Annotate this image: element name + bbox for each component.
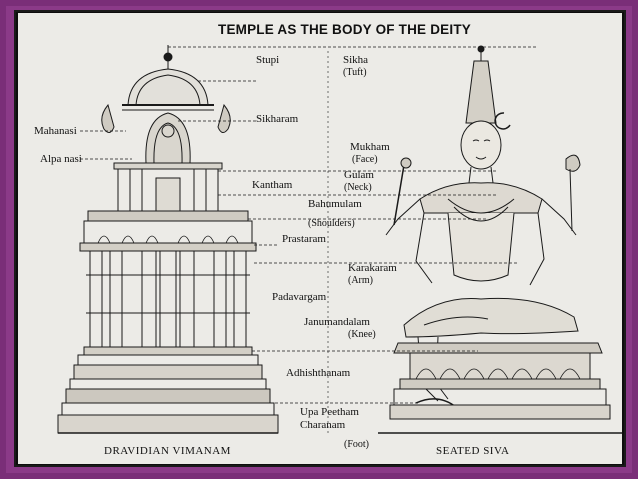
label-sikha: Sikha xyxy=(343,54,369,66)
label-charanam-gloss: (Foot) xyxy=(344,439,369,450)
label-upa-peetham: Upa Peetham xyxy=(300,406,359,418)
caption-dravidian-vimanam: DRAVIDIAN VIMANAM xyxy=(104,445,231,457)
label-charanam: Charanam xyxy=(300,419,346,431)
label-mukham-gloss: (Face) xyxy=(352,154,378,165)
label-gulam-gloss: (Neck) xyxy=(344,182,372,193)
label-karakaram: Karakaram xyxy=(348,262,397,274)
label-prastaram: Prastaram xyxy=(282,233,326,245)
label-janumandalam: Janumandalam xyxy=(304,316,370,328)
label-bahumulam: Bahumulam xyxy=(308,198,362,210)
label-adhishthanam: Adhishthanam xyxy=(286,367,351,379)
diagram-page: TEMPLE AS THE BODY OF THE DEITY Mahanasi… xyxy=(18,13,622,464)
siva-drawing xyxy=(378,45,622,434)
label-stupi: Stupi xyxy=(256,54,280,66)
label-bahumulam-gloss: (Shoulders) xyxy=(308,218,355,229)
label-sikharam: Sikharam xyxy=(256,113,299,125)
diagram-artwork xyxy=(57,45,622,434)
diagram-title: TEMPLE AS THE BODY OF THE DEITY xyxy=(218,22,471,37)
label-sikha-gloss: (Tuft) xyxy=(343,67,367,78)
label-kantham: Kantham xyxy=(252,179,293,191)
label-karakaram-gloss: (Arm) xyxy=(348,275,373,286)
leader-lines xyxy=(80,46,538,404)
label-padavargam: Padavargam xyxy=(272,291,327,303)
label-janumandalam-gloss: (Knee) xyxy=(348,329,376,340)
label-alpa-nasi: Alpa nasi xyxy=(40,153,82,165)
label-mahanasi: Mahanasi xyxy=(34,125,77,137)
label-gulam: Gulam xyxy=(344,169,374,181)
vimanam-drawing xyxy=(57,45,279,434)
caption-seated-siva: SEATED SIVA xyxy=(436,445,510,457)
label-mukham: Mukham xyxy=(350,141,390,153)
